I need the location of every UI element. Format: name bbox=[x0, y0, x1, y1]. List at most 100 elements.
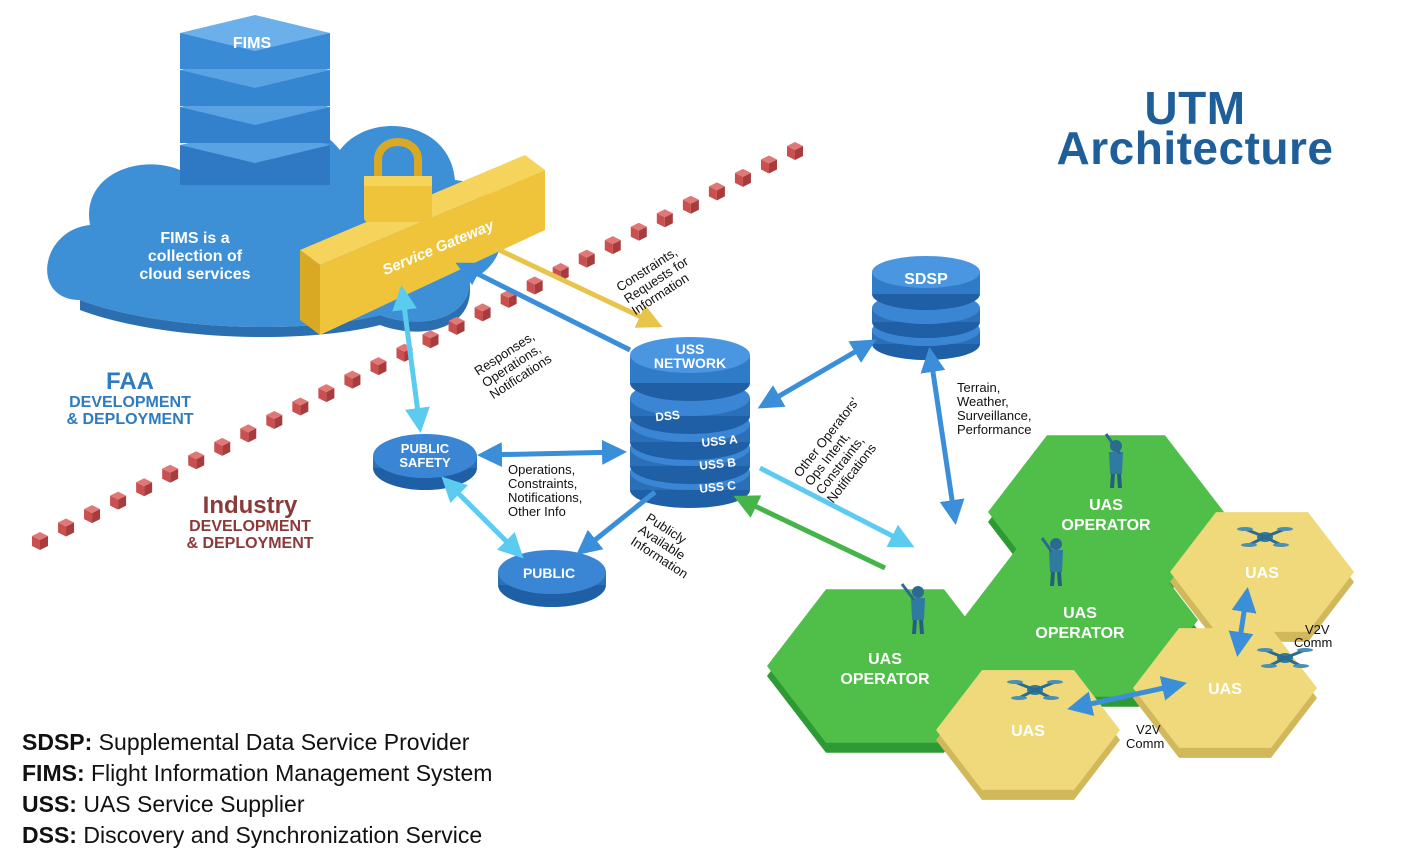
title-line-2: Architecture bbox=[1056, 122, 1334, 174]
divider-cube bbox=[162, 464, 179, 483]
label-v2v-right: V2V Comm bbox=[1294, 622, 1332, 650]
fims-description-line-1: FIMS is a bbox=[160, 230, 229, 247]
arrow-uss-sdsp bbox=[757, 339, 877, 409]
fims-description-line-2: collection of bbox=[148, 248, 243, 265]
uss-a-label: USS A bbox=[701, 432, 739, 450]
uas-operator-label-line-2: OPERATOR bbox=[1061, 517, 1151, 534]
public-safety-label-2: SAFETY bbox=[399, 455, 451, 470]
divider-cube bbox=[110, 491, 127, 510]
arrow-public-safety-uss bbox=[477, 439, 627, 468]
svg-text:Performance: Performance bbox=[957, 422, 1031, 437]
sdsp-label: SDSP bbox=[904, 271, 948, 288]
hex-uas-top-right: UAS bbox=[1170, 512, 1354, 642]
drones bbox=[1007, 527, 1313, 700]
divider-cube bbox=[292, 397, 309, 416]
uas-operator-label-line-2: OPERATOR bbox=[840, 671, 930, 688]
fims-label: FIMS bbox=[233, 35, 272, 52]
service-gateway: Service Gateway bbox=[300, 155, 545, 335]
label-ops-to-public-safety: Operations, Constraints, Notifications, … bbox=[508, 462, 582, 519]
arrow-v2v-vertical bbox=[1228, 587, 1257, 657]
divider-cube bbox=[136, 478, 153, 497]
diagram-title: UTM Architecture bbox=[1000, 82, 1390, 174]
hex-uas-operator-left: UAS OPERATOR bbox=[767, 589, 1003, 753]
label-terrain: Terrain, Weather, Surveillance, Performa… bbox=[957, 380, 1031, 437]
legend-row-fims: FIMS: Flight Information Management Syst… bbox=[22, 760, 493, 786]
arrow-uss-public bbox=[576, 490, 657, 556]
arrow-uss-operators-cyan bbox=[758, 465, 915, 548]
public-safety-label-1: PUBLIC bbox=[401, 441, 450, 456]
uss-network-label-2: NETWORK bbox=[654, 355, 726, 371]
divider-cube bbox=[474, 303, 491, 322]
flow-arrows bbox=[392, 245, 965, 571]
svg-text:V2V: V2V bbox=[1136, 722, 1161, 737]
divider-cube bbox=[32, 532, 48, 550]
fims-description-line-3: cloud services bbox=[139, 266, 250, 283]
divider-cube bbox=[240, 424, 257, 443]
arrow-sdsp-operators bbox=[920, 347, 965, 525]
operator-figure-2 bbox=[1040, 537, 1063, 586]
divider-cube bbox=[214, 437, 231, 456]
divider-cube bbox=[58, 518, 75, 537]
divider-cube bbox=[787, 142, 803, 160]
svg-text:Notifications,: Notifications, bbox=[508, 490, 582, 505]
public-node: PUBLIC bbox=[498, 550, 606, 607]
uas-operator-label-line-2: OPERATOR bbox=[1035, 625, 1125, 642]
divider-cube bbox=[682, 195, 699, 214]
hex-uas-operator-middle: UAS OPERATOR bbox=[962, 543, 1198, 707]
label-constraints-requests: Constraints, Requests for Information bbox=[613, 244, 691, 318]
faa-line-2: & DEPLOYMENT bbox=[66, 411, 194, 428]
svg-text:V2V: V2V bbox=[1305, 622, 1330, 637]
legend-row-uss: USS: UAS Service Supplier bbox=[22, 791, 305, 817]
label-publicly-available: Publicly Available Information bbox=[628, 510, 691, 581]
operator-figure-3 bbox=[900, 583, 925, 634]
lock-icon bbox=[364, 138, 432, 222]
industry-zone-label: Industry DEVELOPMENT & DEPLOYMENT bbox=[160, 492, 340, 553]
arrow-uss-to-gateway bbox=[455, 262, 632, 353]
divider-cube bbox=[734, 168, 751, 187]
faa-line-1: DEVELOPMENT bbox=[69, 394, 191, 411]
divider-cube bbox=[630, 222, 647, 241]
uas-hex-tiles: UASOPERATORUASOPERATORUASOPERATORUASUASU… bbox=[767, 435, 1354, 800]
drone-icon bbox=[1257, 648, 1313, 668]
uas-operator-label-line-1: UAS bbox=[1063, 605, 1097, 622]
svg-text:Terrain,: Terrain, bbox=[957, 380, 1000, 395]
public-safety-node: PUBLIC SAFETY bbox=[373, 434, 477, 490]
divider-cube bbox=[656, 209, 673, 228]
svg-text:Weather,: Weather, bbox=[957, 394, 1009, 409]
uss-network-stack: USS NETWORK DSS USS A USS B USS C bbox=[630, 337, 750, 508]
faa-title: FAA bbox=[106, 368, 154, 395]
arrow-v2v-horizontal bbox=[1067, 676, 1187, 716]
drone-icon bbox=[1007, 680, 1063, 700]
divider-cube bbox=[526, 276, 543, 295]
divider-cube bbox=[604, 236, 621, 255]
industry-line-1: DEVELOPMENT bbox=[189, 518, 311, 535]
divider-cube bbox=[266, 410, 283, 429]
uas-operator-label-line-1: UAS bbox=[1089, 497, 1123, 514]
hex-uas-bottom-right: UAS bbox=[1133, 628, 1317, 758]
divider-cube bbox=[84, 505, 101, 524]
title-line-1: UTM bbox=[1144, 82, 1246, 134]
arrow-public-safety-public bbox=[441, 476, 524, 559]
divider-cube bbox=[422, 330, 439, 349]
uas-label: UAS bbox=[1011, 723, 1045, 740]
label-v2v-bottom: V2V Comm bbox=[1126, 722, 1164, 751]
svg-text:Comm: Comm bbox=[1126, 736, 1164, 751]
uas-operator-label-line-1: UAS bbox=[868, 651, 902, 668]
svg-text:Comm: Comm bbox=[1294, 635, 1332, 650]
industry-title: Industry bbox=[202, 492, 298, 519]
uas-label: UAS bbox=[1245, 565, 1279, 582]
label-responses: Responses, Operations, Notifications bbox=[471, 329, 554, 402]
divider-cube bbox=[578, 249, 595, 268]
arrow-gateway-to-uss bbox=[493, 245, 663, 328]
public-label: PUBLIC bbox=[523, 565, 575, 581]
divider-cube bbox=[448, 316, 465, 335]
arrow-operators-uss-green bbox=[733, 495, 887, 571]
svg-text:Other Info: Other Info bbox=[508, 504, 566, 519]
svg-text:Operations,: Operations, bbox=[508, 462, 575, 477]
industry-line-2: & DEPLOYMENT bbox=[186, 535, 314, 552]
acronym-legend: SDSP: Supplemental Data Service Provider… bbox=[22, 727, 492, 851]
faa-industry-divider bbox=[32, 142, 803, 550]
fims-server-stack: FIMS bbox=[180, 15, 330, 185]
divider-cube bbox=[188, 451, 205, 470]
